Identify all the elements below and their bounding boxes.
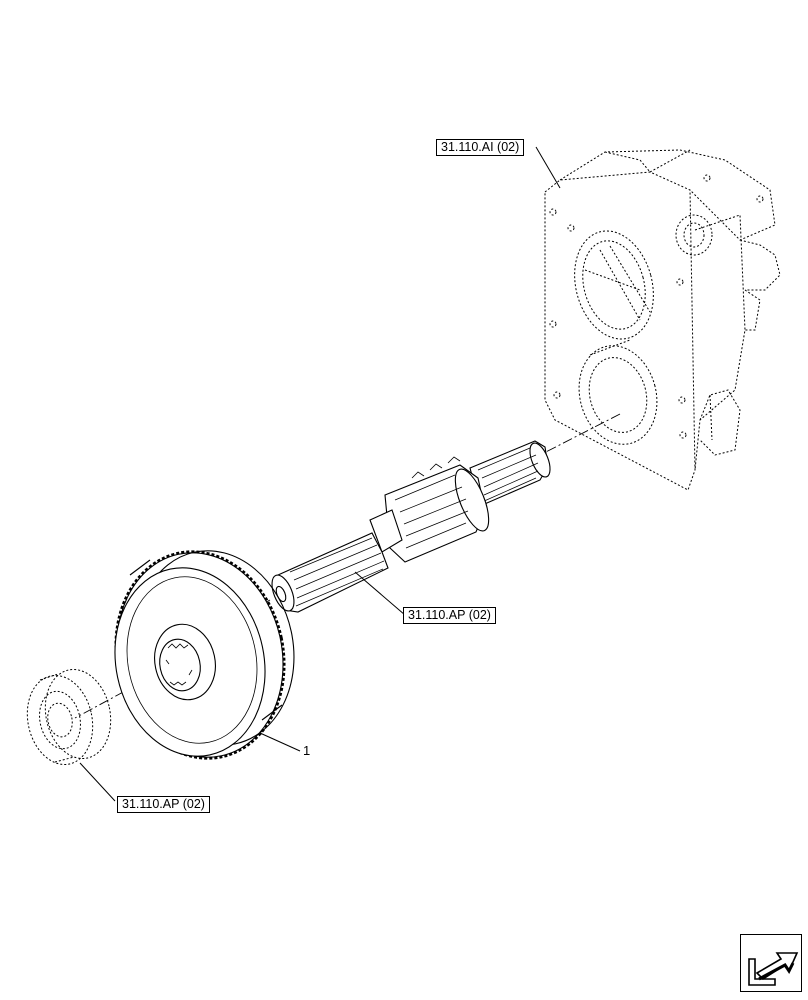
shaft-reference-label[interactable]: 31.110.AP (02) xyxy=(403,607,496,624)
leader-lines xyxy=(79,146,561,802)
driven-gear xyxy=(114,550,295,760)
splined-output-shaft xyxy=(271,440,551,613)
gearbox-housing xyxy=(544,149,781,491)
housing-reference-label[interactable]: 31.110.AI (02) xyxy=(436,139,525,156)
bearing-reference-label[interactable]: 31.110.AP (02) xyxy=(117,796,210,813)
roller-bearing xyxy=(26,668,112,766)
next-page-button[interactable] xyxy=(740,934,802,992)
gear-item-number: 1 xyxy=(303,743,311,758)
next-page-arrow-icon xyxy=(748,952,799,986)
